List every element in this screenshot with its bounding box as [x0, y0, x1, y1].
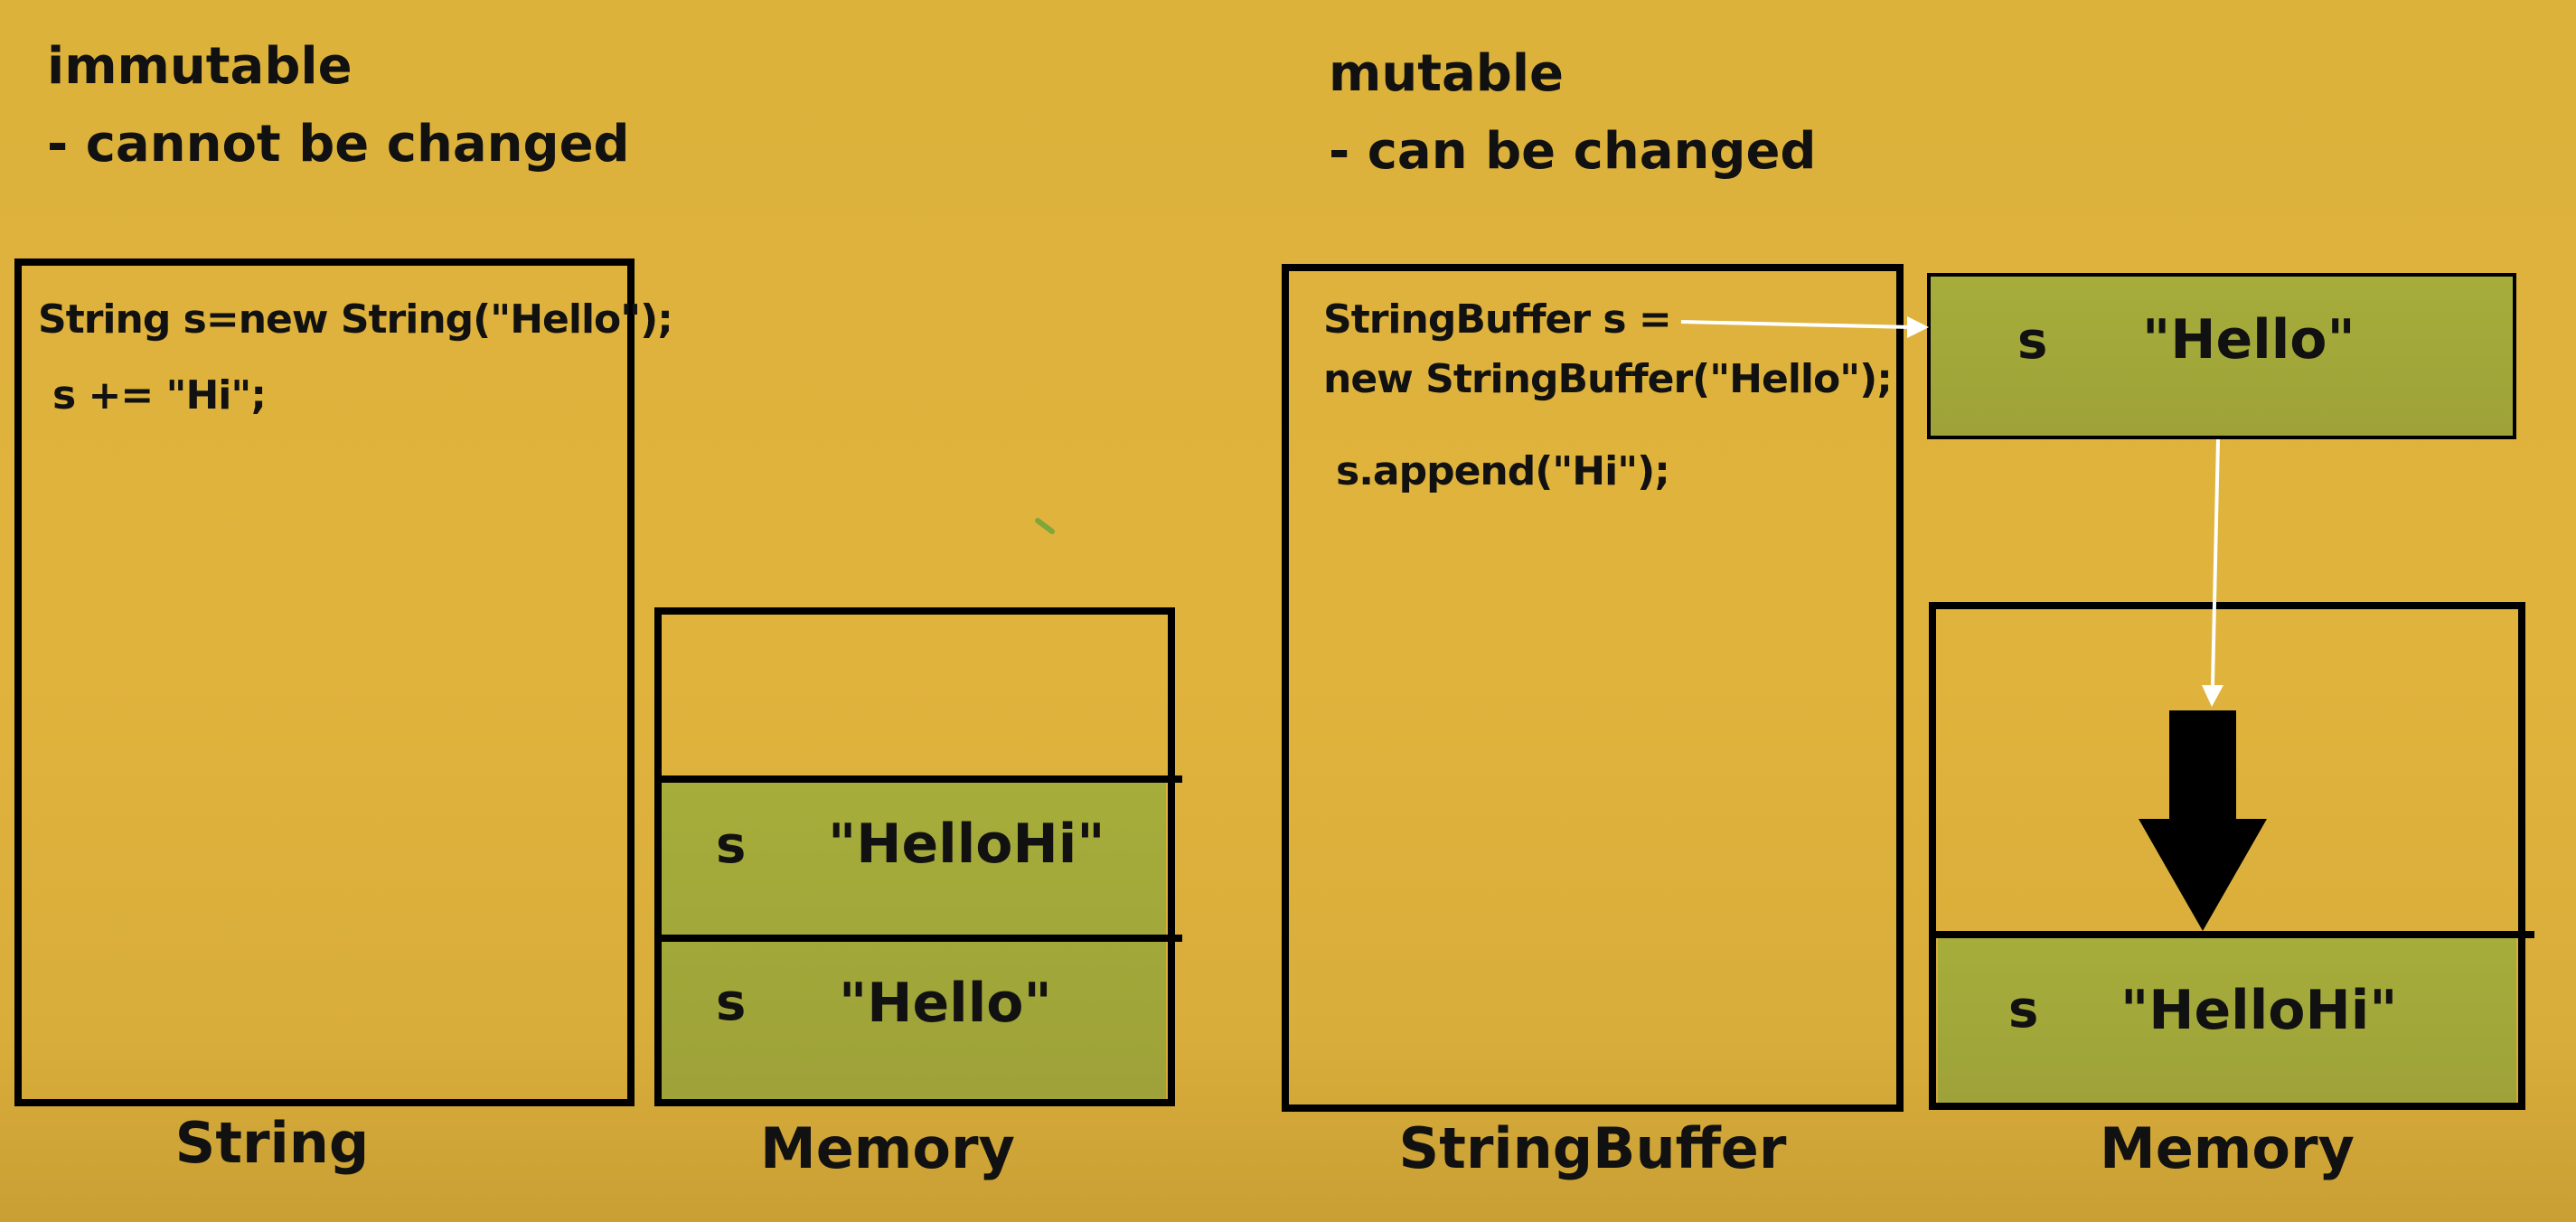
string-code-line-2: s += "Hi";	[52, 372, 267, 418]
stringbuffer-code-line-1: StringBuffer s =	[1323, 296, 1672, 343]
stringbuffer-memory-caption: Memory	[2100, 1115, 2355, 1181]
string-memory-box	[654, 607, 1175, 1106]
pointer-arrow-right-icon	[1680, 316, 1929, 338]
string-code-line-1: String s=new String("Hello");	[38, 296, 673, 343]
string-code-box	[14, 258, 635, 1106]
memory-divider	[1929, 931, 2534, 938]
stringbuffer-code-box	[1282, 264, 1904, 1112]
stray-mark-icon	[1035, 518, 1055, 534]
stringbuffer-code-line-2: new StringBuffer("Hello");	[1323, 356, 1893, 402]
string-caption: String	[174, 1110, 370, 1176]
memory-cell-value: "Hello"	[839, 972, 1052, 1035]
pointer-arrow-down-icon	[2202, 438, 2223, 707]
memory-cell-var: s	[716, 816, 747, 875]
mutable-subtitle: - can be changed	[1329, 122, 1817, 181]
memory-cell-value: "HelloHi"	[2120, 979, 2398, 1042]
reference-cell-value: "Hello"	[2142, 308, 2355, 371]
reference-cell-var: s	[2017, 312, 2048, 371]
string-memory-caption: Memory	[760, 1115, 1015, 1181]
memory-divider	[654, 935, 1182, 942]
stringbuffer-memory-cell-fill	[1938, 938, 2516, 1106]
stringbuffer-caption: StringBuffer	[1398, 1115, 1787, 1181]
memory-cell-value: "HelloHi"	[828, 813, 1105, 876]
mutable-title: mutable	[1329, 44, 1565, 103]
stringbuffer-reference-cell	[1927, 273, 2516, 439]
immutable-title: immutable	[47, 37, 353, 96]
memory-cell-var: s	[2008, 981, 2039, 1039]
memory-divider	[654, 776, 1182, 783]
big-down-arrow-icon	[2139, 710, 2267, 931]
immutable-subtitle: - cannot be changed	[47, 115, 630, 174]
stringbuffer-code-line-3: s.append("Hi");	[1336, 448, 1670, 494]
memory-cell-var: s	[716, 973, 747, 1032]
stringbuffer-memory-box	[1929, 602, 2525, 1110]
